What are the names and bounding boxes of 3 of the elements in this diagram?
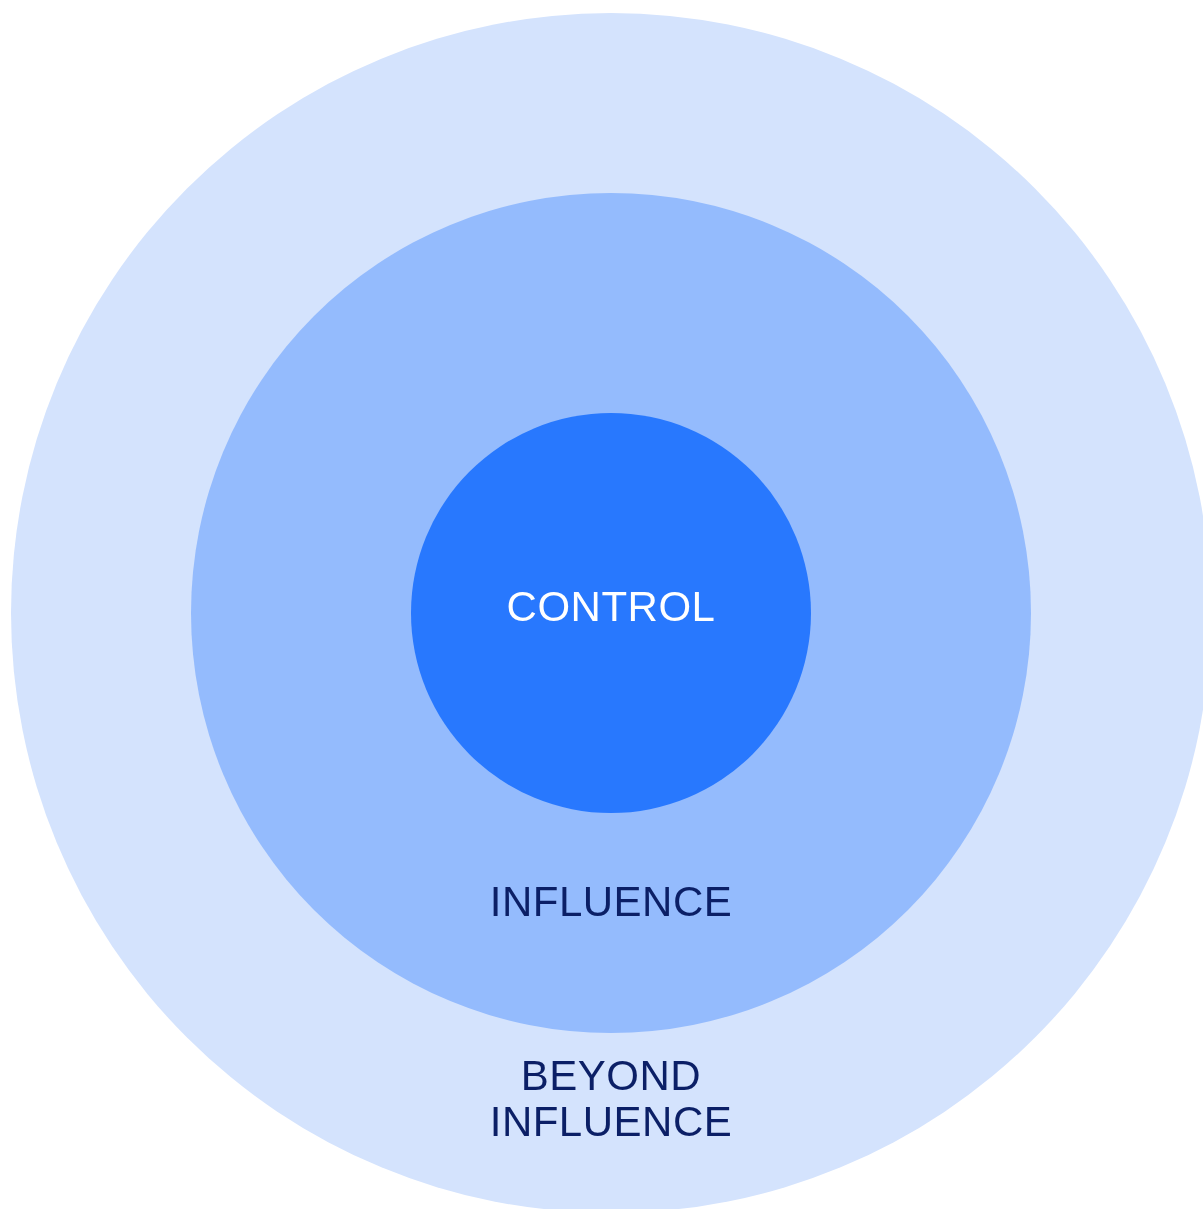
circle-label: BEYOND INFLUENCE bbox=[488, 1053, 734, 1145]
circle-label: CONTROL bbox=[506, 584, 716, 630]
circle-label: INFLUENCE bbox=[489, 879, 733, 925]
